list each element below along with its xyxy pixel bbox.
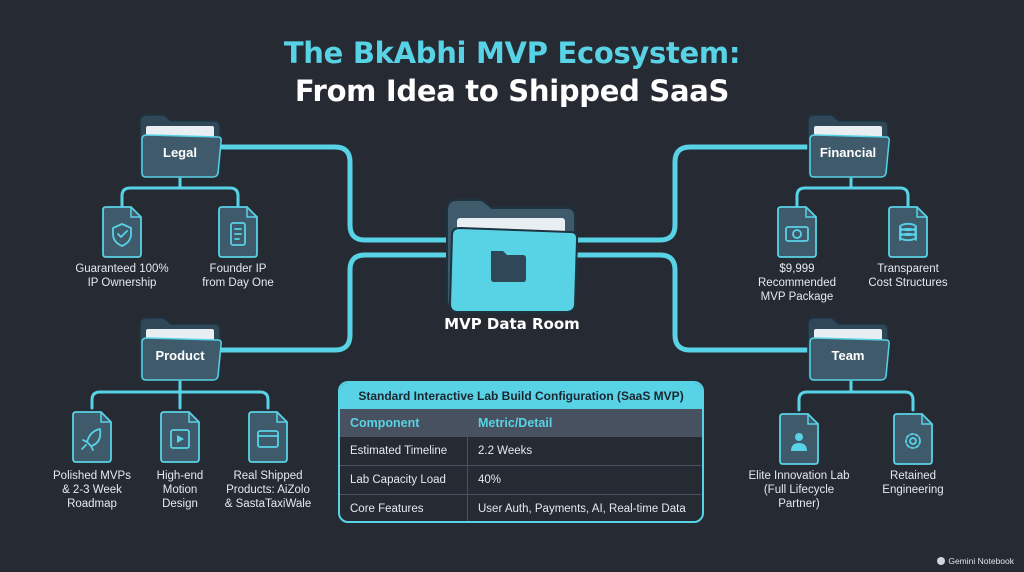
- table-header-component: Component: [340, 409, 468, 437]
- branch-financial: [795, 174, 910, 208]
- scroll-icon: [218, 206, 258, 258]
- connector-center-financial: [574, 144, 811, 243]
- leaf-label-founder-ip: Founder IP from Day One: [202, 263, 274, 289]
- shield-check-icon: [102, 206, 142, 258]
- rocket-icon: [72, 411, 112, 463]
- table-cell: Estimated Timeline: [340, 436, 468, 466]
- branch-team: [797, 377, 915, 412]
- leaf-label-ip-ownership: Guaranteed 100% IP Ownership: [75, 263, 169, 289]
- config-table: Component Metric/Detail Estimated Timeli…: [340, 409, 702, 521]
- center-folder-icon: [446, 199, 579, 313]
- table-header-metric: Metric/Detail: [467, 409, 702, 437]
- category-label-financial: Financial: [819, 145, 877, 160]
- table-cell: User Auth, Payments, AI, Real-time Data: [467, 494, 702, 521]
- dollar-bill-icon: [777, 206, 817, 258]
- video-icon: [160, 411, 200, 463]
- category-label-legal: Legal: [163, 145, 197, 160]
- category-folder-icon-financial: [807, 114, 890, 178]
- leaf-label-cost-structures: Transparent Cost Structures: [868, 263, 948, 289]
- table-header-row: Component Metric/Detail: [340, 409, 702, 437]
- brand-watermark: Gemini Notebook: [937, 556, 1014, 566]
- table-cell: 2.2 Weeks: [467, 436, 702, 466]
- build-config-table: Standard Interactive Lab Build Configura…: [338, 381, 704, 523]
- table-title: Standard Interactive Lab Build Configura…: [340, 383, 702, 409]
- gear-wrench-icon: [893, 413, 933, 465]
- table-cell: Core Features: [340, 494, 468, 521]
- category-label-team: Team: [831, 348, 865, 363]
- brand-logo-icon: [937, 557, 946, 565]
- leaf-label-shipped-products: Real Shipped Products: AiZolo & SastaTax…: [224, 470, 312, 510]
- branch-legal: [120, 174, 240, 208]
- leaf-label-mvp-package: $9,999 Recommended MVP Package: [758, 263, 836, 303]
- table-row: Lab Capacity Load 40%: [340, 465, 702, 495]
- connector-center-team: [574, 252, 811, 353]
- category-folder-icon-product: [139, 317, 222, 381]
- table-row: Core Features User Auth, Payments, AI, R…: [340, 494, 702, 521]
- table-row: Estimated Timeline 2.2 Weeks: [340, 436, 702, 466]
- category-folder-icon-legal: [139, 114, 222, 178]
- leaf-label-polished-mvps: Polished MVPs & 2-3 Week Roadmap: [53, 470, 131, 510]
- category-label-product: Product: [155, 348, 205, 363]
- leaf-label-retained-engineering: Retained Engineering: [882, 470, 944, 496]
- leaf-label-innovation-lab: Elite Innovation Lab (Full Lifecycle Par…: [748, 470, 850, 510]
- connector-center-product: [219, 252, 450, 353]
- person-badge-icon: [779, 413, 819, 465]
- coin-stack-icon: [888, 206, 928, 258]
- connector-center-legal: [219, 144, 450, 243]
- branch-product: [90, 377, 270, 410]
- table-cell: Lab Capacity Load: [340, 465, 468, 495]
- diagram-title-line2: From Idea to Shipped SaaS: [294, 74, 730, 108]
- table-cell: 40%: [467, 465, 702, 495]
- browser-window-icon: [248, 411, 288, 463]
- brand-label: Gemini Notebook: [948, 556, 1014, 566]
- center-label: MVP Data Room: [444, 315, 580, 333]
- category-folder-icon-team: [807, 317, 890, 381]
- leaf-label-motion-design: High-end Motion Design: [156, 470, 204, 510]
- diagram-title-line1: The BkAbhi MVP Ecosystem:: [283, 36, 741, 70]
